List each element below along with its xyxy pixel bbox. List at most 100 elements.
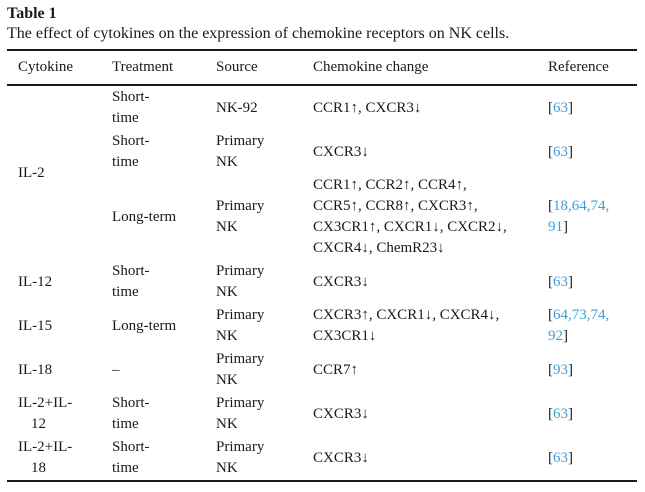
- cell-treatment: Short-time: [112, 130, 216, 174]
- text-line: Short-: [112, 263, 150, 279]
- citation-bracket: ]: [568, 361, 573, 378]
- citation-bracket: ]: [563, 219, 568, 235]
- text-line: Primary: [216, 395, 265, 411]
- citation-link[interactable]: 73,: [571, 307, 591, 323]
- citation-link[interactable]: 18,: [553, 198, 572, 214]
- text-line: Short-: [112, 133, 150, 149]
- column-header-treatment: Treatment: [112, 59, 174, 75]
- text-line: CCR1↑, CXCR3↓: [313, 99, 422, 116]
- citation-bracket: [: [548, 361, 553, 378]
- text-line: [63]: [548, 142, 637, 163]
- text-line: IL-2: [18, 164, 45, 181]
- citation-link[interactable]: 63: [553, 405, 568, 422]
- column-header-cytokine: Cytokine: [18, 59, 73, 75]
- table-caption: The effect of cytokines on the expressio…: [7, 25, 510, 42]
- citation-bracket: [: [548, 405, 553, 422]
- citation-bracket: ]: [568, 99, 573, 116]
- cell-chemokine-change: CCR1↑, CXCR3↓: [313, 85, 548, 130]
- cell-treatment: Short-time: [112, 85, 216, 130]
- cell-reference: [64,73,74, 92]: [548, 304, 637, 348]
- text-line: Long-term: [112, 317, 177, 334]
- citation-bracket: [: [548, 143, 553, 160]
- citation-bracket: [: [548, 307, 553, 323]
- cell-chemokine-change: CXCR3↓: [313, 392, 548, 436]
- cell-treatment: Short-time: [112, 436, 216, 481]
- cell-chemokine-change: CXCR3↓: [313, 130, 548, 174]
- text-line: IL-18: [18, 361, 53, 378]
- column-header-source: Source: [216, 59, 258, 75]
- cell-cytokine: IL-2+IL-18: [7, 436, 112, 481]
- text-line: time: [112, 460, 139, 476]
- cell-reference: [93]: [548, 348, 637, 392]
- text-line: [63]: [548, 272, 637, 293]
- cell-treatment: Short-time: [112, 392, 216, 436]
- text-line: Primary: [216, 263, 265, 279]
- text-line: [93]: [548, 360, 637, 381]
- table-label: Table 1: [7, 5, 57, 22]
- citation-link[interactable]: 64,: [571, 198, 591, 214]
- table-figure: Table 1 The effect of cytokines on the e…: [7, 5, 637, 482]
- text-line: time: [112, 416, 139, 432]
- text-line: Primary: [216, 307, 265, 323]
- citation-link[interactable]: 92: [548, 328, 563, 344]
- cell-cytokine: IL-18: [7, 348, 112, 392]
- citation-bracket: ]: [563, 328, 568, 344]
- text-line: [18,64,74,: [548, 196, 637, 217]
- text-line: CCR1↑, CCR2↑, CCR4↑,: [313, 177, 467, 193]
- citation-link[interactable]: 63: [553, 449, 568, 466]
- column-header-chemokine-change: Chemokine change: [313, 59, 429, 75]
- header-row: Cytokine Treatment Source Chemokine chan…: [7, 50, 637, 85]
- text-line: NK: [216, 154, 238, 170]
- text-line: CCR7↑: [313, 361, 359, 378]
- text-line: CCR5↑, CCR8↑, CXCR3↑,: [313, 198, 478, 214]
- cell-treatment: –: [112, 348, 216, 392]
- cell-chemokine-change: CCR7↑: [313, 348, 548, 392]
- citation-link[interactable]: 63: [553, 99, 568, 116]
- cell-cytokine: IL-2+IL-12: [7, 392, 112, 436]
- text-line: CXCR4↓, ChemR23↓: [313, 240, 445, 256]
- cell-treatment: Long-term: [112, 174, 216, 260]
- text-line: [63]: [548, 404, 637, 425]
- citation-link[interactable]: 63: [553, 143, 568, 160]
- text-line: time: [112, 154, 139, 170]
- text-line: CXCR3↓: [313, 405, 369, 422]
- text-line: [63]: [548, 448, 637, 469]
- citation-bracket: ]: [568, 405, 573, 422]
- cell-treatment: Short-time: [112, 260, 216, 304]
- citation-link[interactable]: 74,: [590, 307, 610, 323]
- cell-chemokine-change: CCR1↑, CCR2↑, CCR4↑, CCR5↑, CCR8↑, CXCR3↑…: [313, 174, 548, 260]
- text-line: NK-92: [216, 99, 258, 116]
- cell-source: NK-92: [216, 85, 313, 130]
- citation-link[interactable]: 91: [548, 219, 563, 235]
- text-line: NK: [216, 284, 238, 300]
- citation-link[interactable]: 74,: [590, 198, 610, 214]
- citation-link[interactable]: 64,: [553, 307, 572, 323]
- cell-cytokine: IL-2: [7, 85, 112, 260]
- citation-link[interactable]: 63: [553, 273, 568, 290]
- text-line: NK: [216, 219, 238, 235]
- text-line: IL-15: [18, 317, 53, 334]
- citation-bracket: [: [548, 273, 553, 290]
- citation-bracket: ]: [568, 143, 573, 160]
- cell-treatment: Long-term: [112, 304, 216, 348]
- text-line: Short-: [112, 439, 150, 455]
- cell-reference: [63]: [548, 392, 637, 436]
- text-line: IL-12: [18, 273, 53, 290]
- citation-bracket: [: [548, 449, 553, 466]
- text-line: CX3CR1↓: [313, 328, 377, 344]
- cytokine-table: Cytokine Treatment Source Chemokine chan…: [7, 49, 637, 482]
- citation-bracket: ]: [568, 449, 573, 466]
- cell-reference: [63]: [548, 130, 637, 174]
- citation-link[interactable]: 93: [553, 361, 568, 378]
- text-line: Short-: [112, 395, 150, 411]
